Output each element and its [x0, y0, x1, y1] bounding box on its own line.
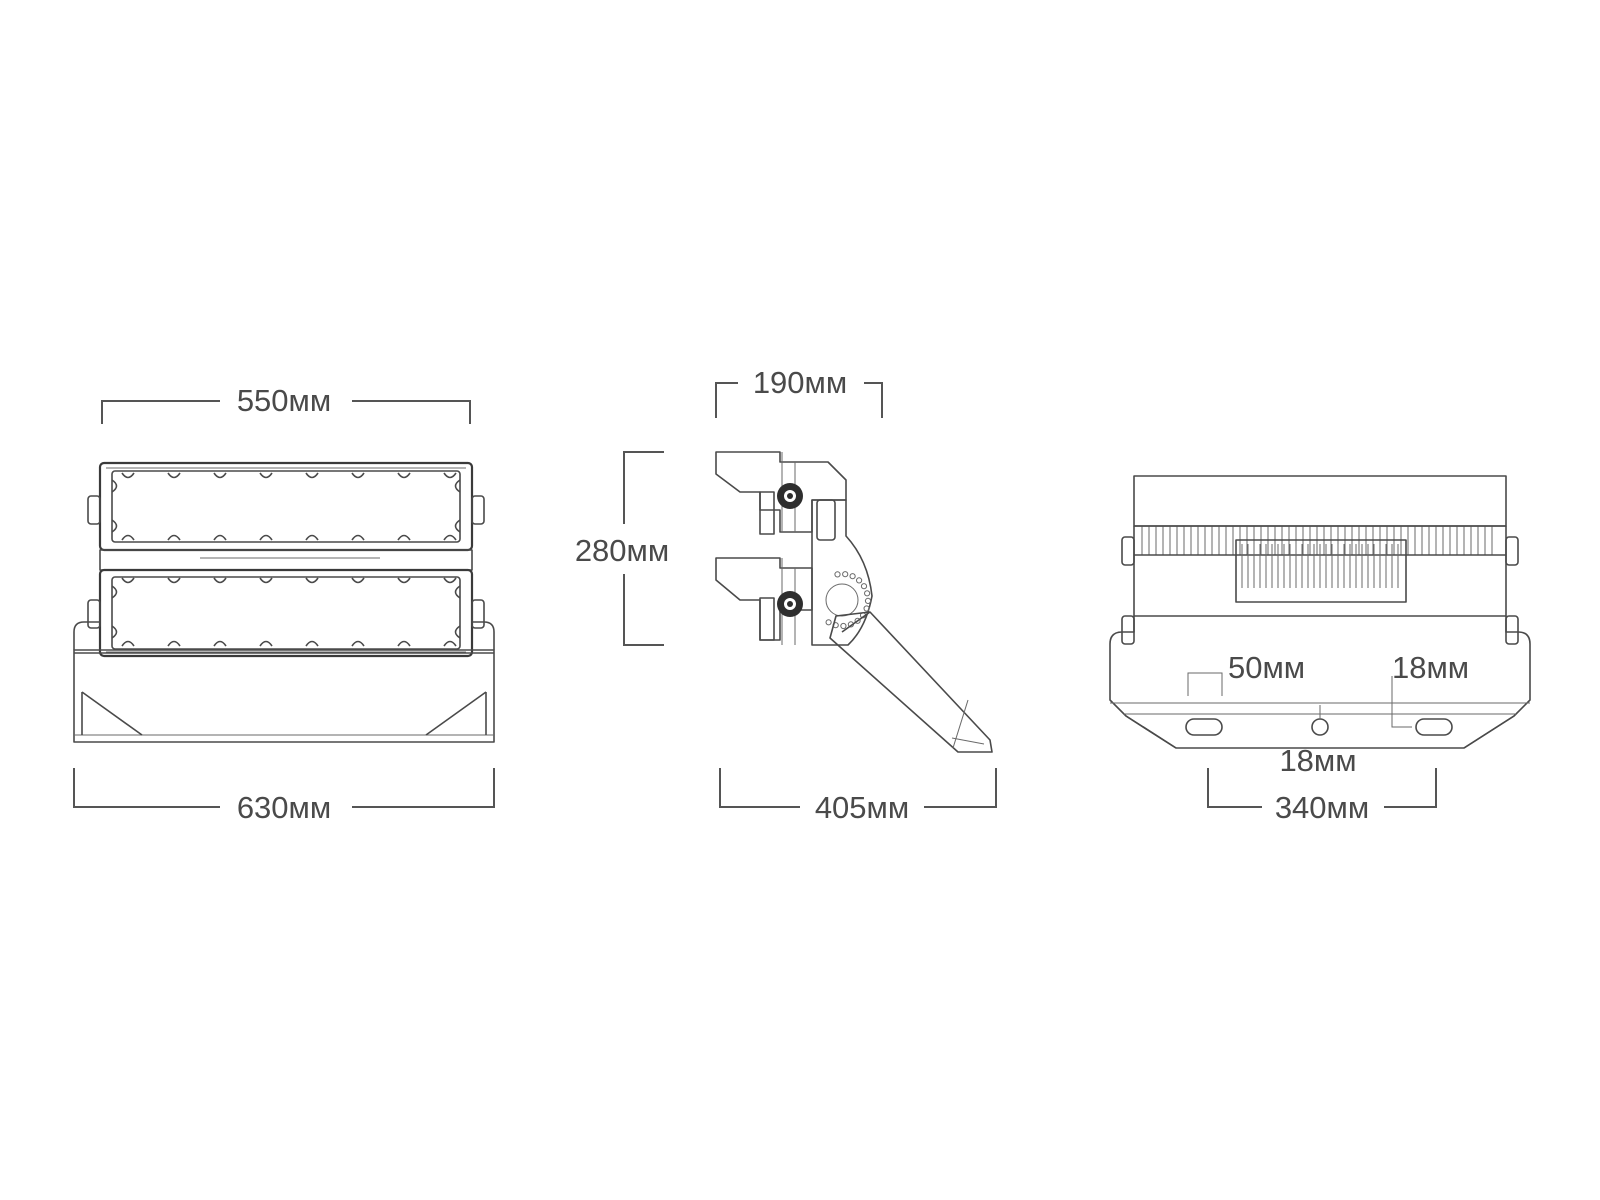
led-bump [121, 472, 135, 479]
side-top-dimension: 190мм [715, 365, 883, 418]
led-bump [167, 640, 181, 647]
back-bottom-dimension: 340мм [1207, 768, 1437, 825]
side-spine [811, 499, 873, 646]
led-bump [397, 577, 411, 584]
slot-offset-label: 18мм [1392, 650, 1469, 685]
back-right-knob-upper [1505, 536, 1519, 566]
side-top-dimension-label: 190мм [753, 365, 847, 400]
led-bump [111, 625, 118, 639]
front-right-knob-upper [471, 495, 485, 525]
dial-hole [849, 573, 856, 580]
led-bump [121, 577, 135, 584]
back-right-knob-lower [1505, 615, 1519, 645]
slot-width-callout: 50мм [1187, 650, 1305, 696]
dial-hole [863, 605, 870, 612]
led-bump [121, 534, 135, 541]
led-bump [259, 472, 273, 479]
led-bump [167, 472, 181, 479]
center-offset-label: 18мм [1279, 743, 1356, 778]
dial-hole [860, 583, 868, 590]
side-height-dimension: 280мм [575, 451, 669, 646]
front-top-dimension: 550мм [101, 383, 471, 424]
side-upper-module [715, 451, 847, 535]
front-left-knob-lower [87, 599, 101, 629]
back-view: 50мм 18мм 18мм 340мм [1109, 475, 1531, 825]
dial-hole [834, 571, 841, 578]
back-left-knob-upper [1121, 536, 1135, 566]
dial-hole [864, 597, 872, 605]
led-bump [167, 534, 181, 541]
led-bump [111, 519, 118, 533]
back-bottom-dimension-label: 340мм [1275, 790, 1369, 825]
slot-offset-callout: 18мм [1391, 650, 1469, 728]
side-bottom-dimension-label: 405мм [815, 790, 909, 825]
side-height-dimension-label: 280мм [575, 533, 669, 568]
dial-hole [842, 571, 849, 578]
led-bump [305, 472, 319, 479]
led-bump [213, 577, 227, 584]
front-right-knob-lower [471, 599, 485, 629]
led-bump [443, 577, 457, 584]
led-bump [351, 534, 365, 541]
dial-hole [856, 577, 863, 584]
upper-led-panel [98, 461, 474, 552]
led-bump [259, 640, 273, 647]
led-bump [213, 640, 227, 647]
mount-slot-left [1185, 718, 1223, 736]
led-bump [121, 640, 135, 647]
led-bump [351, 577, 365, 584]
slot-width-label: 50мм [1228, 650, 1305, 685]
led-bump [111, 585, 118, 599]
led-bump [397, 640, 411, 647]
led-bump [259, 534, 273, 541]
dial-center [825, 583, 859, 617]
side-mounting-arm [829, 611, 993, 753]
front-top-dimension-label: 550мм [237, 383, 331, 418]
led-bump [454, 625, 461, 639]
back-left-knob-lower [1121, 615, 1135, 645]
angle-dial [825, 571, 872, 630]
led-bump [305, 577, 319, 584]
mount-slot-right [1415, 718, 1453, 736]
led-bump [397, 472, 411, 479]
front-left-knob-upper [87, 495, 101, 525]
led-bump [443, 472, 457, 479]
front-bottom-dimension-label: 630мм [237, 790, 331, 825]
back-top-plate [1133, 475, 1507, 527]
front-base-housing [73, 621, 495, 743]
led-bump [213, 534, 227, 541]
led-bump [443, 534, 457, 541]
mount-center-hole [1311, 718, 1329, 736]
led-bump [454, 519, 461, 533]
led-bump [305, 534, 319, 541]
side-view: 190мм 280мм [575, 365, 997, 825]
led-bump [454, 479, 461, 493]
dial-hole [854, 617, 861, 624]
side-bottom-dimension: 405мм [719, 768, 997, 825]
led-bump [443, 640, 457, 647]
spine-slot [816, 499, 836, 541]
front-bottom-dimension: 630мм [73, 768, 495, 825]
led-bump [305, 640, 319, 647]
side-lower-module [715, 557, 813, 645]
led-bump [454, 585, 461, 599]
lower-led-panel [98, 568, 474, 658]
front-view: 550мм [73, 383, 495, 825]
led-bump [111, 479, 118, 493]
dial-hole [840, 622, 847, 630]
led-bump [167, 577, 181, 584]
back-base-housing [1109, 615, 1531, 749]
dial-hole [864, 590, 871, 597]
led-bump [351, 640, 365, 647]
led-bump [213, 472, 227, 479]
led-bump [397, 534, 411, 541]
dial-hole [825, 619, 832, 626]
led-bump [259, 577, 273, 584]
back-driver-box [1235, 539, 1407, 603]
panel-divider-bar [99, 549, 473, 571]
led-bump [351, 472, 365, 479]
